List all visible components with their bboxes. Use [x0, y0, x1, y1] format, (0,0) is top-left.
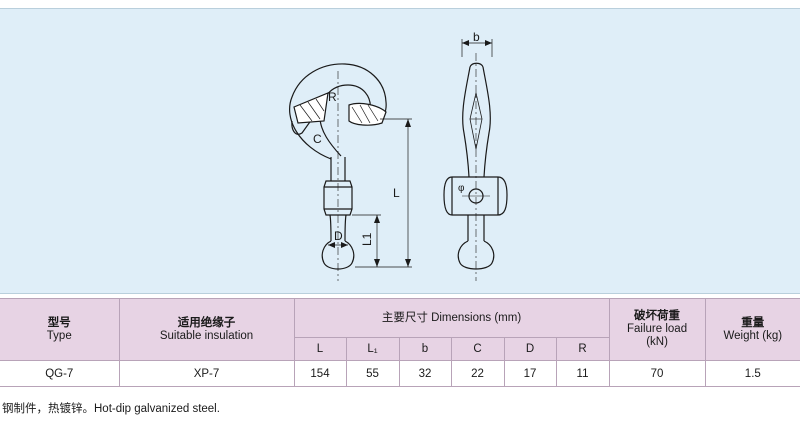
label-l: L — [393, 186, 400, 200]
label-b: b — [473, 30, 480, 44]
dim-col-r: R — [555, 337, 610, 361]
label-d: D — [334, 229, 343, 243]
label-r: R — [328, 90, 337, 104]
dim-col-b: b — [398, 337, 452, 361]
label-c: C — [313, 132, 322, 146]
cell-l: 154 — [293, 360, 347, 387]
cell-c: 22 — [450, 360, 505, 387]
table-row: QG-7 XP-7 154 55 32 22 17 11 70 1.5 — [0, 360, 800, 387]
cell-type: QG-7 — [0, 360, 120, 387]
label-l1: L1 — [360, 232, 374, 246]
drawing-panel: R C L L1 D b φ — [0, 8, 800, 294]
cell-weight: 1.5 — [704, 360, 800, 387]
hook-front-view — [289, 63, 387, 281]
dim-col-d: D — [503, 337, 557, 361]
cell-failure-load: 70 — [608, 360, 706, 387]
cell-b: 32 — [398, 360, 452, 387]
material-note: 钢制件，热镀锌。Hot-dip galvanized steel. — [2, 403, 220, 415]
hook-side-view — [443, 53, 508, 281]
cell-insulation: XP-7 — [118, 360, 295, 387]
cell-r: 11 — [555, 360, 610, 387]
label-phi: φ — [458, 183, 465, 194]
header-dimensions: 主要尺寸 Dimensions (mm) — [293, 298, 610, 338]
cell-l1: 55 — [345, 360, 400, 387]
cell-d: 17 — [503, 360, 557, 387]
technical-drawing: R C L L1 D b φ — [289, 30, 508, 281]
dim-col-l1: L₁ — [345, 337, 400, 361]
dim-col-c: C — [450, 337, 505, 361]
dim-col-l: L — [293, 337, 347, 361]
